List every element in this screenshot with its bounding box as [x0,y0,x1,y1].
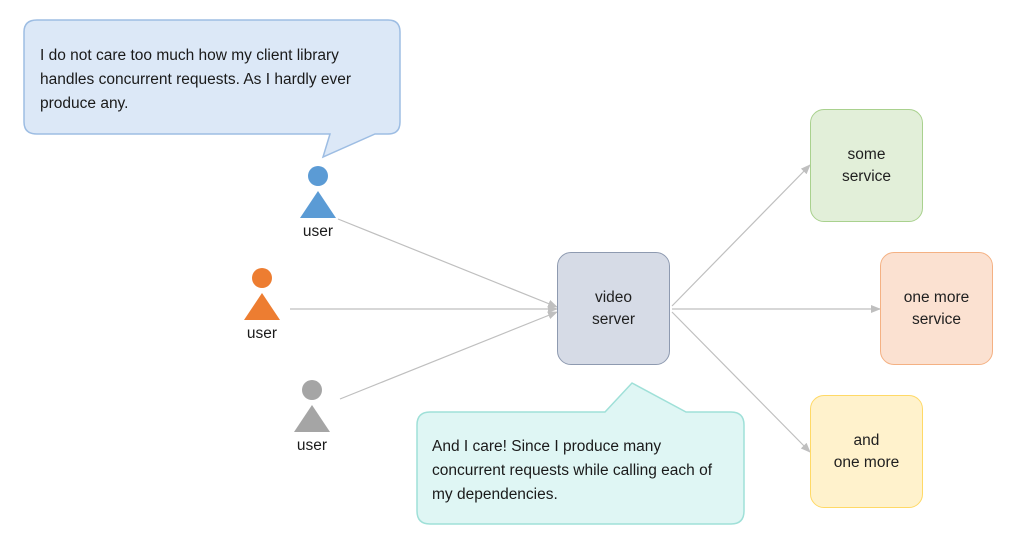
edge-user1-video-server [337,218,558,308]
speech-bubble-bottom [416,382,745,525]
user-label-3: user [296,437,328,454]
one-more-service-node: one more service [880,252,993,365]
user-icon-blue [300,166,336,218]
user-label-1: user [302,223,334,240]
and-one-more-label: and one more [833,431,900,471]
speech-bubble-top [23,19,401,159]
speech-bubble-bottom-text: And I care! Since I produce many concurr… [432,438,713,503]
user-label-2: user [246,325,278,342]
edge-video-server-some-service [671,164,811,307]
video-server-label: video server [591,288,636,328]
edge-video-server-and-one-more [671,311,811,453]
speech-bubble-top-text: I do not care too much how my client lib… [40,47,352,112]
user-icon-orange [244,268,280,320]
edge-user3-video-server [339,311,558,400]
and-one-more-node: and one more [810,395,923,508]
user-icon-gray [294,380,330,432]
video-server-node: video server [557,252,670,365]
one-more-service-label: one more service [903,288,970,328]
some-service-node: some service [810,109,923,222]
some-service-label: some service [841,145,892,185]
